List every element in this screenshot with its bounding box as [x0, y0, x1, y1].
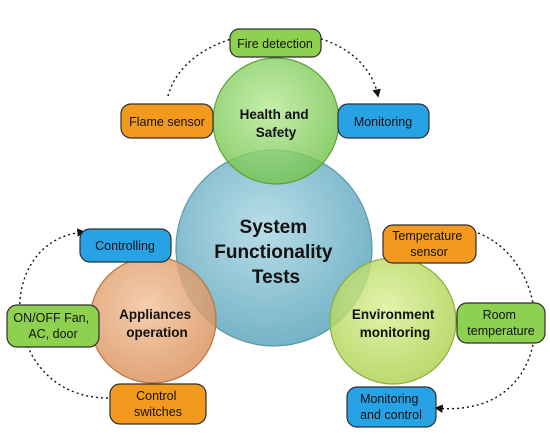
svg-text:Fire detection: Fire detection [237, 37, 313, 51]
svg-text:ON/OFF Fan, AC, door: ON/OFF Fan, AC, door [13, 311, 92, 341]
box-control-switches: Control switches [109, 383, 207, 425]
box-monitoring: Monitoring [337, 103, 430, 139]
svg-text:Temperature sensor: Temperature sensor [392, 229, 466, 259]
box-monitoring-control: Monitoring and control [346, 386, 437, 428]
appliances-title: Appliances operation [119, 307, 195, 340]
box-on-off: ON/OFF Fan, AC, door [6, 304, 100, 348]
box-temperature-sensor: Temperature sensor [382, 224, 477, 264]
svg-text:Controlling: Controlling [95, 239, 155, 253]
box-fire-detection: Fire detection [229, 28, 322, 58]
arrow-health-cycle [167, 31, 381, 98]
environment-title: Environment monitoring [352, 307, 438, 340]
svg-text:Room temperature: Room temperature [467, 308, 534, 338]
box-flame-sensor: Flame sensor [120, 103, 214, 139]
svg-text:Control switches: Control switches [134, 389, 182, 419]
svg-text:Flame sensor: Flame sensor [129, 115, 205, 129]
box-controlling: Controlling [79, 228, 172, 263]
svg-text:Monitoring and control: Monitoring and control [360, 392, 422, 422]
box-room-temperature: Room temperature [456, 302, 546, 344]
center-title: System Functionality Tests [214, 217, 338, 288]
health-title: Health and Safety [240, 107, 313, 140]
svg-text:Monitoring: Monitoring [354, 115, 412, 129]
